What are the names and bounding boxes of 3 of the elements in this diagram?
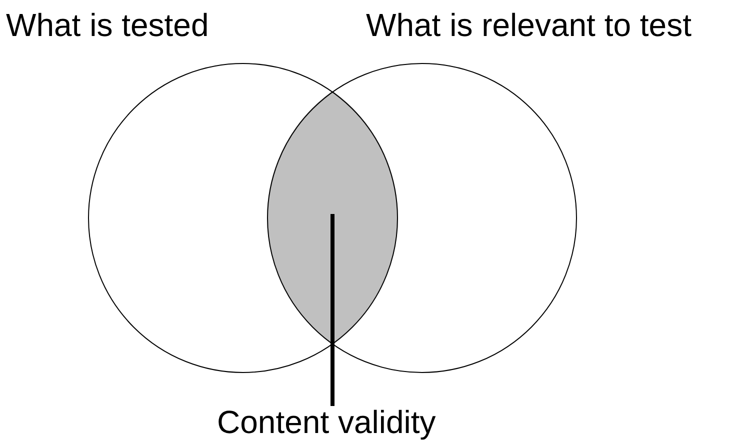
- circle-heading: What is tested: [6, 7, 209, 43]
- overlap-label: Content validity: [217, 404, 436, 440]
- circle-heading: What is relevant to test: [366, 7, 692, 43]
